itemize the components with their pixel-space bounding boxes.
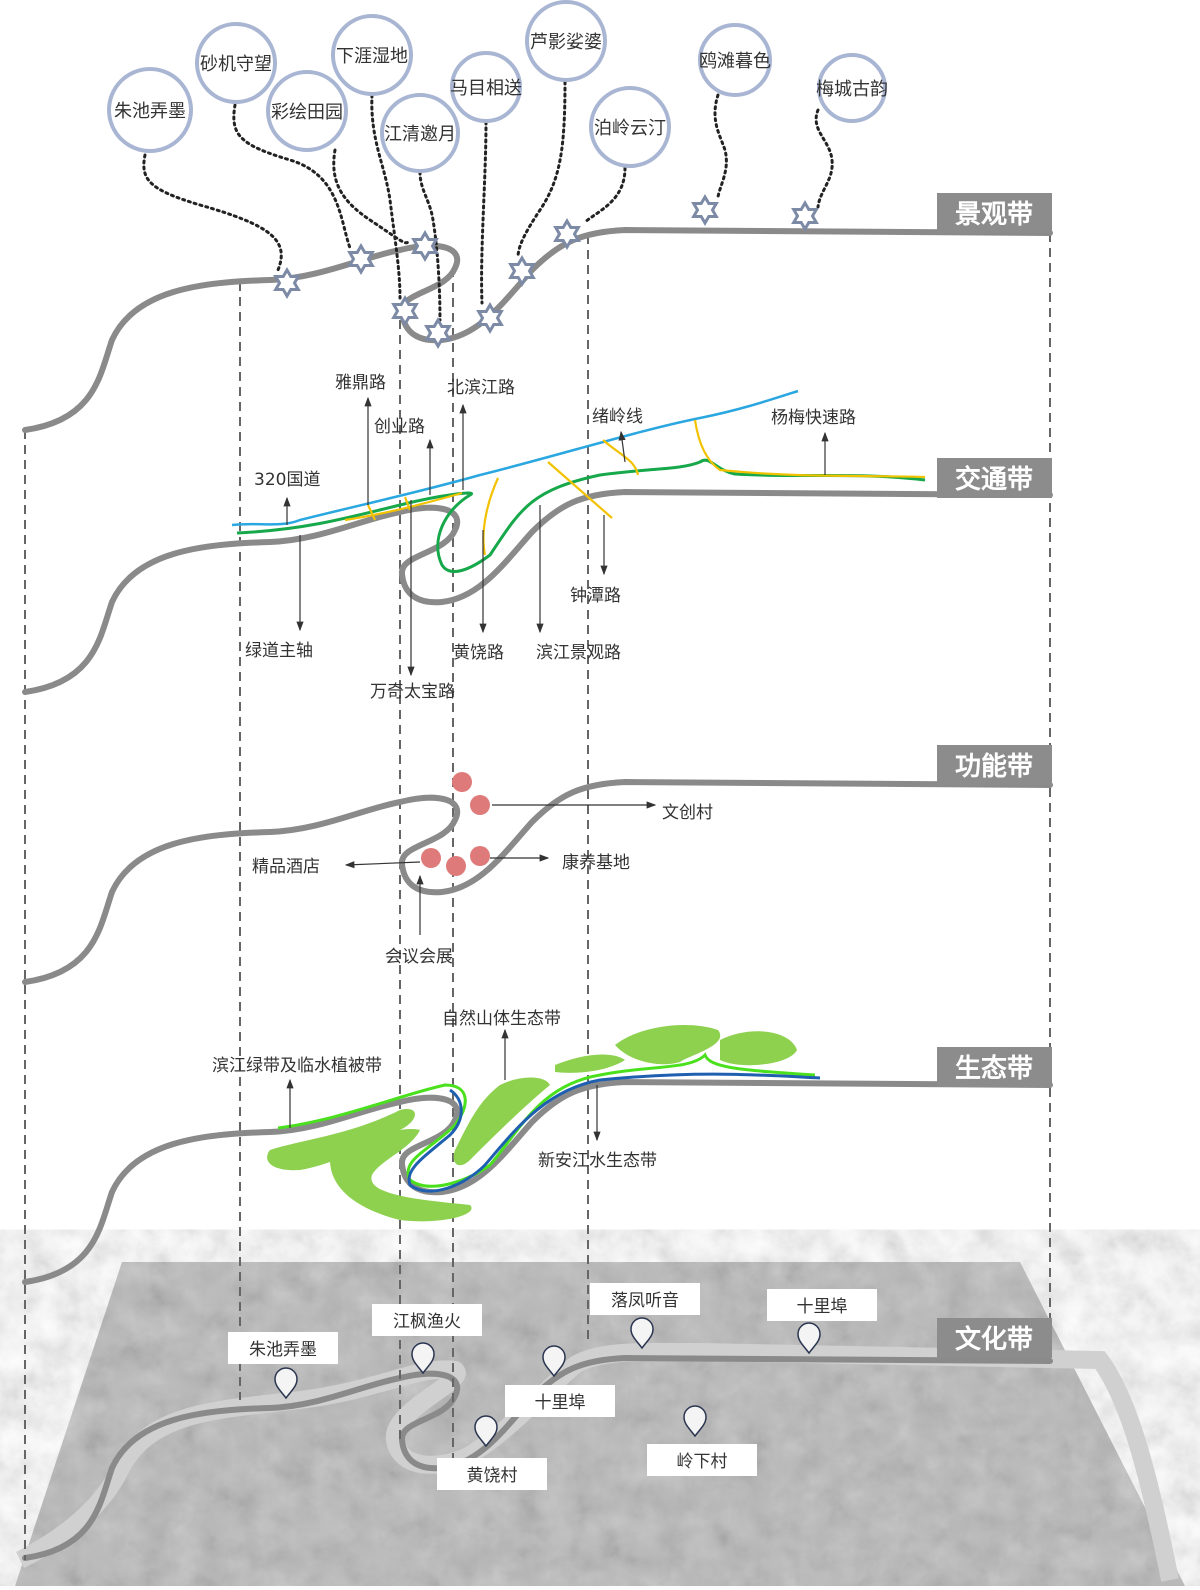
band-tab-culture: 文化带 xyxy=(937,1318,1052,1358)
label-xuling: 绪岭线 xyxy=(592,407,643,427)
svg-text:朱池弄墨: 朱池弄墨 xyxy=(114,101,186,122)
label-yangmei: 杨梅快速路 xyxy=(771,408,856,428)
label-zhongtan: 钟潭路 xyxy=(570,586,621,606)
label-wenchuang: 文创村 xyxy=(662,803,713,823)
svg-text:彩绘田园: 彩绘田园 xyxy=(271,102,343,123)
place-shilibu-east: 十里埠 xyxy=(767,1289,877,1354)
place-shilibu: 十里埠 xyxy=(505,1345,615,1417)
band-tab-function: 功能带 xyxy=(937,745,1052,785)
label-eco-mountain: 自然山体生态带 xyxy=(442,1009,561,1029)
svg-text:交通带: 交通带 xyxy=(955,464,1033,495)
svg-text:下涯湿地: 下涯湿地 xyxy=(336,46,408,67)
label-wanqi: 万奇太宝路 xyxy=(370,682,455,702)
road-network xyxy=(231,389,926,677)
bubble-mamu: 马目相送 xyxy=(450,51,522,123)
band-tab-landscape: 景观带 xyxy=(937,193,1052,233)
place-zhuchi: 朱池弄墨 xyxy=(228,1332,338,1399)
landscape-spot-bubbles: 朱池弄墨 砂机守望 彩绘田园 下涯湿地 江清邀月 马目相送 芦影娑婆 泊岭云汀 … xyxy=(107,0,888,173)
ecology-zones: 自然山体生态带 滨江绿带及临水植被带 新安江水生态带 xyxy=(212,1009,821,1222)
svg-text:十里埠: 十里埠 xyxy=(535,1393,586,1413)
place-luofeng: 落凤听音 xyxy=(590,1283,700,1349)
label-binjiang: 滨江景观路 xyxy=(536,643,621,663)
label-chuangye: 创业路 xyxy=(374,417,425,437)
svg-text:泊岭云汀: 泊岭云汀 xyxy=(594,118,666,139)
label-yading: 雅鼎路 xyxy=(335,373,386,393)
star-icon xyxy=(792,201,818,231)
svg-text:落凤听音: 落凤听音 xyxy=(611,1291,679,1311)
place-lingxia: 岭下村 xyxy=(647,1405,757,1476)
star-markers xyxy=(274,195,818,348)
svg-text:江枫渔火: 江枫渔火 xyxy=(393,1312,461,1332)
svg-text:朱池弄墨: 朱池弄墨 xyxy=(249,1340,317,1360)
star-icon xyxy=(274,268,300,298)
river-function xyxy=(25,782,1050,982)
river-ecology xyxy=(25,1082,1050,1282)
svg-text:梅城古韵: 梅城古韵 xyxy=(816,79,888,100)
star-icon xyxy=(348,244,374,274)
label-hotel: 精品酒店 xyxy=(252,857,320,877)
bubble-zhuchi: 朱池弄墨 xyxy=(107,67,193,153)
label-eco-riverside: 滨江绿带及临水植被带 xyxy=(212,1056,382,1076)
label-eco-water: 新安江水生态带 xyxy=(538,1151,657,1171)
svg-text:功能带: 功能带 xyxy=(955,751,1033,782)
bubble-luying: 芦影娑婆 xyxy=(525,0,607,82)
star-icon xyxy=(509,256,535,286)
star-icon xyxy=(692,195,718,225)
label-meeting: 会议会展 xyxy=(385,947,453,967)
star-icon xyxy=(392,296,418,326)
svg-text:砂机守望: 砂机守望 xyxy=(200,54,272,75)
svg-text:景观带: 景观带 xyxy=(955,200,1033,230)
bubble-meicheng: 梅城古韵 xyxy=(816,53,888,123)
star-icon xyxy=(412,231,438,261)
place-jiangfeng: 江枫渔火 xyxy=(372,1304,482,1374)
river-landscape xyxy=(25,230,1050,430)
label-greenway: 绿道主轴 xyxy=(245,641,313,661)
svg-text:黄饶村: 黄饶村 xyxy=(467,1466,518,1486)
svg-text:鸥滩暮色: 鸥滩暮色 xyxy=(699,51,771,72)
svg-text:马目相送: 马目相送 xyxy=(450,78,522,99)
function-points: 文创村 精品酒店 康养基地 会议会展 xyxy=(252,772,713,967)
band-tab-traffic: 交通带 xyxy=(937,458,1052,498)
star-icon xyxy=(554,219,580,249)
label-beibinjiang: 北滨江路 xyxy=(447,378,515,398)
svg-text:生态带: 生态带 xyxy=(955,1053,1033,1084)
bubble-boling: 泊岭云汀 xyxy=(589,86,671,168)
label-g320: 320国道 xyxy=(254,470,320,490)
svg-text:十里埠: 十里埠 xyxy=(797,1297,848,1317)
svg-text:岭下村: 岭下村 xyxy=(677,1452,728,1472)
bubble-xiaya: 下涯湿地 xyxy=(331,14,413,96)
band-tab-ecology: 生态带 xyxy=(937,1047,1052,1087)
place-huangrao: 黄饶村 xyxy=(437,1415,547,1490)
road-labels: 雅鼎路 北滨江路 创业路 绪岭线 杨梅快速路 320国道 绿道主轴 万奇太宝路 … xyxy=(245,373,856,702)
svg-text:芦影娑婆: 芦影娑婆 xyxy=(530,32,602,53)
bubble-caihui: 彩绘田园 xyxy=(266,70,348,152)
bubble-outan: 鸥滩暮色 xyxy=(698,23,772,97)
label-kangyang: 康养基地 xyxy=(562,853,630,873)
label-huangrao: 黄饶路 xyxy=(453,643,504,663)
bubble-shaji: 砂机守望 xyxy=(195,22,277,104)
bubble-jiangqing: 江清邀月 xyxy=(380,93,460,173)
spot-connectors xyxy=(142,80,834,322)
svg-text:江清邀月: 江清邀月 xyxy=(384,124,456,145)
culture-places: 朱池弄墨 江枫渔火 落凤听音 十里埠 十里埠 黄饶村 岭下村 xyxy=(228,1283,877,1490)
svg-text:文化带: 文化带 xyxy=(955,1324,1033,1355)
